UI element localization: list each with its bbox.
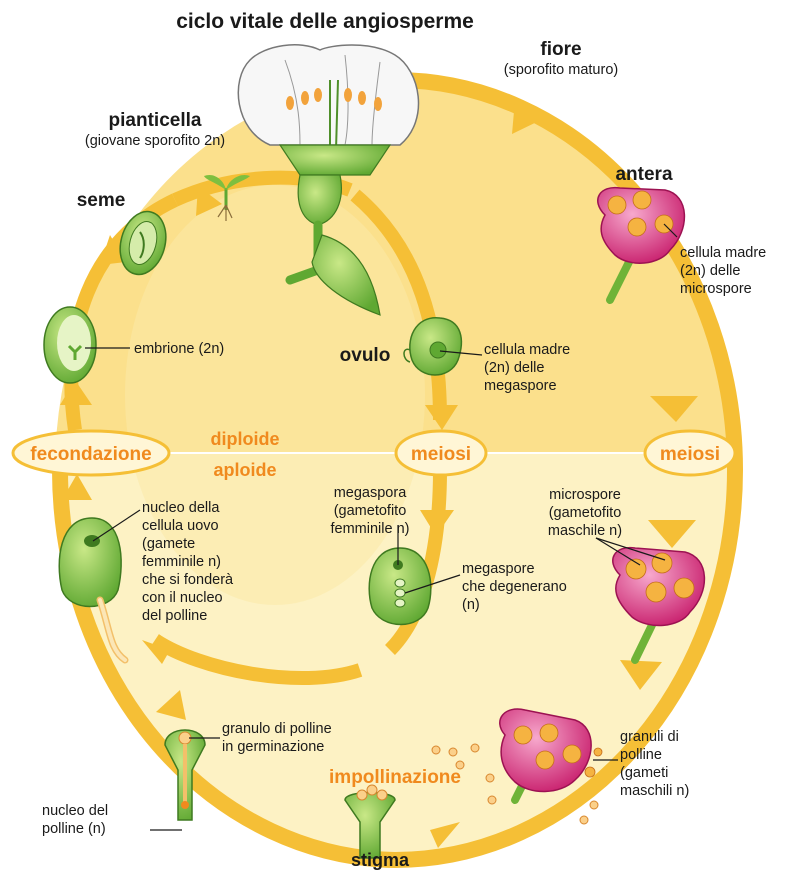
svg-text:polline (n): polline (n) <box>42 821 106 837</box>
svg-text:(gametofito: (gametofito <box>549 505 622 521</box>
ovulo-label: ovulo <box>340 345 391 366</box>
diploide-label: diploide <box>211 429 280 449</box>
diagram-title: ciclo vitale delle angiosperme <box>176 10 474 33</box>
svg-text:granulo di polline: granulo di polline <box>222 721 332 737</box>
meiosi-right-badge: meiosi <box>645 431 735 475</box>
svg-text:(gametofito: (gametofito <box>334 503 407 519</box>
svg-text:(gameti: (gameti <box>620 765 668 781</box>
embryo-illustration <box>44 307 96 383</box>
pianticella-label: pianticella <box>109 110 202 131</box>
fiore-sub-label: (sporofito maturo) <box>504 62 618 78</box>
svg-text:in germinazione: in germinazione <box>222 739 324 755</box>
svg-text:(n): (n) <box>462 597 480 613</box>
svg-text:(2n) delle: (2n) delle <box>680 263 740 279</box>
pianticella-sub-label: (giovane sporofito 2n) <box>85 133 225 149</box>
svg-text:nucleo del: nucleo del <box>42 803 108 819</box>
svg-text:cellula uovo: cellula uovo <box>142 518 219 534</box>
svg-text:cellula madre: cellula madre <box>680 245 766 261</box>
svg-text:microspore: microspore <box>680 281 752 297</box>
svg-text:megaspore: megaspore <box>484 378 557 394</box>
svg-text:megaspora: megaspora <box>334 485 407 501</box>
seme-label: seme <box>77 190 126 211</box>
svg-text:del polline: del polline <box>142 608 207 624</box>
svg-text:femminile n): femminile n) <box>142 554 221 570</box>
embrione-label: embrione (2n) <box>134 341 224 357</box>
meiosi-right-label: meiosi <box>660 444 720 465</box>
svg-text:che degenerano: che degenerano <box>462 579 567 595</box>
fiore-label: fiore <box>540 39 581 60</box>
svg-text:(gamete: (gamete <box>142 536 195 552</box>
svg-text:granuli di: granuli di <box>620 729 679 745</box>
svg-text:con il nucleo: con il nucleo <box>142 590 223 606</box>
fecondazione-badge: fecondazione <box>13 431 169 475</box>
svg-text:nucleo della: nucleo della <box>142 500 220 516</box>
svg-text:microspore: microspore <box>549 487 621 503</box>
microspore-label: microspore (gametofito maschile n) <box>548 487 622 539</box>
svg-text:maschile n): maschile n) <box>548 523 622 539</box>
svg-text:cellula madre: cellula madre <box>484 342 570 358</box>
fecondazione-label: fecondazione <box>30 444 151 465</box>
impollinazione-label: impollinazione <box>329 767 461 788</box>
aploide-label: aploide <box>213 460 276 480</box>
svg-text:(2n) delle: (2n) delle <box>484 360 544 376</box>
cellula-madre-micro-label: cellula madre (2n) delle microspore <box>680 245 766 297</box>
svg-text:maschili n): maschili n) <box>620 783 689 799</box>
svg-text:che si fonderà: che si fonderà <box>142 572 234 588</box>
megaspore-ovule-illustration <box>369 548 431 625</box>
svg-text:megaspore: megaspore <box>462 561 535 577</box>
nucleo-polline-label: nucleo del polline (n) <box>42 803 108 837</box>
stigma-label: stigma <box>351 850 410 870</box>
meiosi-left-badge: meiosi <box>396 431 486 475</box>
meiosi-left-label: meiosi <box>411 444 471 465</box>
svg-text:polline: polline <box>620 747 662 763</box>
granuli-polline-label: granuli di polline (gameti maschili n) <box>620 729 689 799</box>
megaspora-label: megaspora (gametofito femminile n) <box>331 485 410 537</box>
antera-label: antera <box>615 164 672 185</box>
svg-text:femminile n): femminile n) <box>331 521 410 537</box>
